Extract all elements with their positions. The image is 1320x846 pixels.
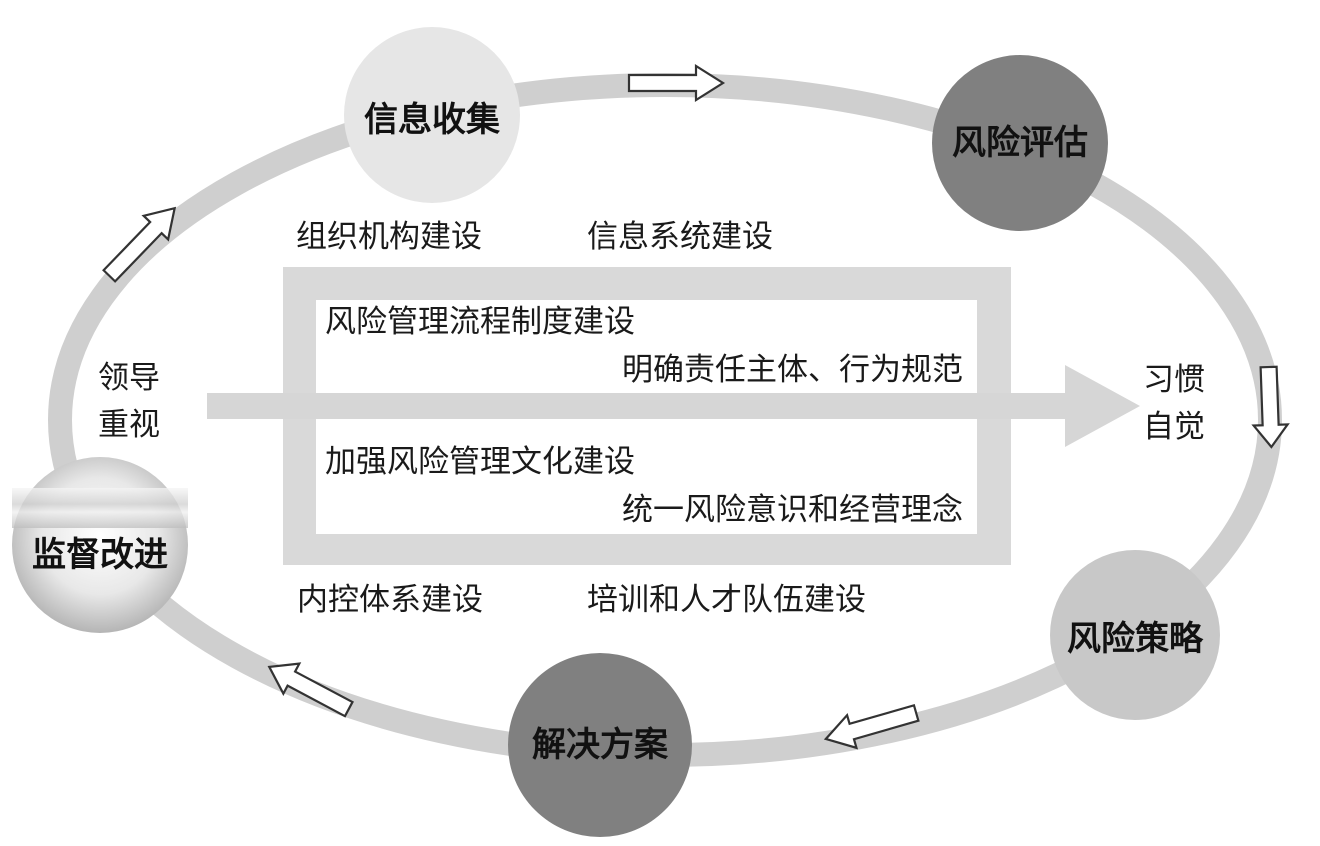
left-label-line1: 领导	[98, 360, 160, 396]
node-supervise-label: 监督改进	[32, 535, 168, 575]
process-title: 风险管理流程制度建设	[325, 304, 635, 340]
right-label-line1: 习惯	[1143, 362, 1205, 398]
big-horizontal-arrow	[207, 365, 1140, 447]
cycle-arrow-left	[102, 206, 177, 283]
node-risk-strategy-label: 风险策略	[1067, 619, 1204, 659]
node-solution: 解决方案	[508, 653, 692, 837]
node-risk-assess-label: 风险评估	[952, 123, 1088, 163]
left-label-line2: 重视	[98, 407, 160, 443]
node-risk-strategy: 风险策略	[1050, 550, 1220, 720]
cycle-arrow-bottom-right	[823, 703, 920, 750]
label-training-build: 培训和人才队伍建设	[587, 582, 866, 618]
cycle-arrow-top	[627, 64, 726, 102]
node-solution-label: 解决方案	[532, 725, 669, 765]
label-internal-control-build: 内控体系建设	[297, 582, 483, 618]
label-org-build: 组织机构建设	[296, 219, 482, 255]
cycle-arrow-bottom-left	[267, 662, 354, 718]
node-info-collect: 信息收集	[344, 27, 520, 203]
node-info-collect-label: 信息收集	[364, 100, 500, 140]
right-label-line2: 自觉	[1143, 409, 1205, 445]
culture-subtitle: 统一风险意识和经营理念	[622, 492, 963, 528]
process-subtitle: 明确责任主体、行为规范	[622, 352, 963, 388]
node-risk-assess: 风险评估	[932, 55, 1108, 231]
node-supervise: 监督改进	[12, 457, 188, 633]
label-info-system-build: 信息系统建设	[587, 219, 773, 255]
cycle-arrow-right	[1251, 365, 1290, 449]
culture-title: 加强风险管理文化建设	[325, 444, 635, 480]
